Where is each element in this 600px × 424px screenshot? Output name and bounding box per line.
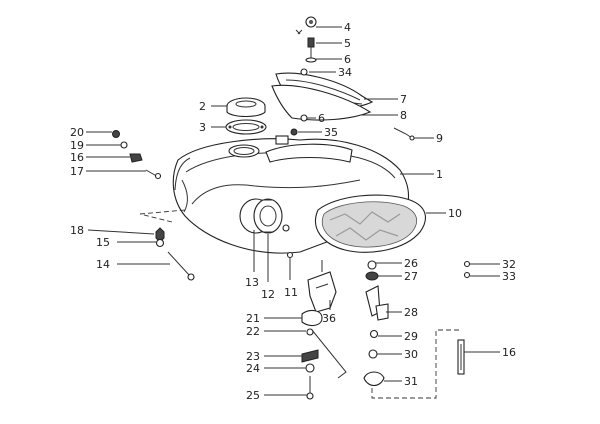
left-fasteners — [112, 130, 162, 180]
callout-18a: 18 — [70, 224, 84, 237]
screw-11 — [286, 251, 294, 259]
callout-1: 1 — [436, 168, 443, 181]
callout-9: 9 — [436, 132, 443, 145]
callout-33: 33 — [502, 270, 516, 283]
callout-4: 4 — [344, 21, 351, 34]
callout-24: 24 — [246, 362, 260, 375]
callout-14: 14 — [96, 258, 110, 271]
callout-23: 23 — [246, 350, 260, 363]
mounting-bolt-set — [155, 227, 195, 281]
callout-16a: 16 — [502, 346, 516, 359]
filler-cap — [226, 97, 266, 118]
filler-gasket — [225, 119, 267, 135]
callout-10: 10 — [448, 207, 462, 220]
fuel-tank — [172, 135, 426, 254]
callout-2: 2 — [199, 100, 206, 113]
callout-8: 8 — [400, 109, 407, 122]
callout-25: 25 — [246, 389, 260, 402]
fuel-gauge-assembly — [239, 198, 290, 234]
callout-16b: 16 — [70, 151, 84, 164]
tank-rack — [271, 72, 374, 121]
callout-11: 11 — [284, 286, 298, 299]
callout-32: 32 — [502, 258, 516, 271]
callout-22: 22 — [246, 325, 260, 338]
callout-36: 36 — [322, 312, 336, 325]
callout-27: 27 — [404, 270, 418, 283]
leader-lines — [86, 26, 500, 396]
fuel-line — [457, 339, 465, 375]
small-washers — [463, 260, 471, 279]
callout-29: 29 — [404, 330, 418, 343]
callout-5: 5 — [344, 37, 351, 50]
lower-fasteners — [301, 309, 347, 400]
callout-26: 26 — [404, 257, 418, 270]
rack-fasteners — [295, 16, 317, 76]
fuel-line-clip — [393, 127, 415, 141]
callout-6a: 6 — [344, 53, 351, 66]
callout-3: 3 — [199, 121, 206, 134]
leader-dash-18 — [139, 209, 186, 223]
callout-17: 17 — [70, 165, 84, 178]
callout-35: 35 — [324, 126, 338, 139]
callout-6b: 6 — [318, 112, 325, 125]
callout-15: 15 — [96, 236, 110, 249]
callout-12: 12 — [261, 288, 275, 301]
callout-34: 34 — [338, 66, 352, 79]
callout-7: 7 — [400, 93, 407, 106]
callout-13: 13 — [245, 276, 259, 289]
callout-21: 21 — [246, 312, 260, 325]
fuel-tap-assembly — [363, 260, 460, 399]
mounting-bracket — [307, 260, 337, 313]
callout-19: 19 — [70, 139, 84, 152]
callout-31: 31 — [404, 375, 418, 388]
callout-30: 30 — [404, 348, 418, 361]
callout-28: 28 — [404, 306, 418, 319]
callout-labels: 1 2 3 4 5 6 6 7 8 9 10 11 12 13 14 15 16… — [70, 21, 516, 402]
callout-20: 20 — [70, 126, 84, 139]
